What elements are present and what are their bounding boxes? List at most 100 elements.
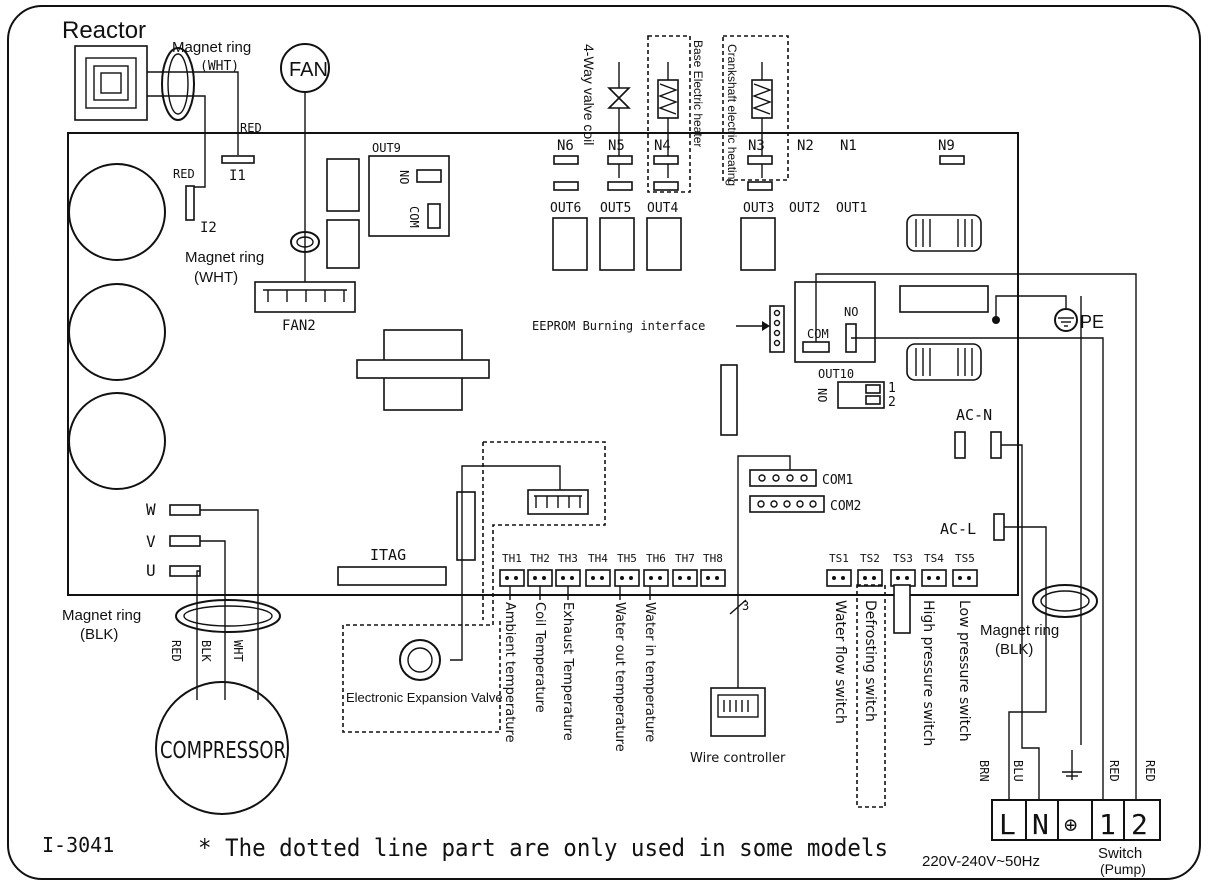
svg-text:W: W xyxy=(146,500,156,519)
ac-l-label: AC-L xyxy=(940,520,976,538)
itag-connector xyxy=(337,566,447,586)
base-heater-element xyxy=(657,62,679,178)
th-label: TH6 xyxy=(646,552,666,565)
fan2-label: FAN2 xyxy=(282,318,316,334)
svg-text:N3: N3 xyxy=(748,138,765,154)
com2-connector xyxy=(749,495,825,513)
crank-heater-element xyxy=(751,62,773,178)
ts-connector xyxy=(826,569,852,587)
reactor-label: Reactor xyxy=(62,17,146,44)
terminal-u xyxy=(169,565,201,577)
svg-text:COM: COM xyxy=(807,327,829,341)
svg-text:(BLK): (BLK) xyxy=(80,626,118,643)
eev-connector xyxy=(527,489,589,515)
ts-connector xyxy=(952,569,978,587)
relay-out5 xyxy=(599,217,635,271)
ts-label: TS1 xyxy=(829,552,849,565)
svg-text:COM1: COM1 xyxy=(822,473,853,488)
svg-text:OUT10: OUT10 xyxy=(818,367,854,381)
resistor-block xyxy=(899,285,989,313)
th-connector xyxy=(700,569,726,587)
magnet-ring-blk-left-label: Magnet ring xyxy=(62,607,141,624)
vertical-component xyxy=(720,364,738,436)
magnet-ring-top-color: (WHT) xyxy=(200,59,239,74)
svg-text:OUT6: OUT6 xyxy=(550,201,581,216)
relay-out6 xyxy=(552,217,588,271)
magnet-ring-blk-left xyxy=(175,599,281,633)
svg-text:1: 1 xyxy=(888,381,896,396)
four-way-valve-label: 4-Way valve coil xyxy=(581,44,597,145)
ts-connector xyxy=(890,569,916,587)
terminal-2: 2 xyxy=(1131,808,1148,841)
svg-text:COM: COM xyxy=(407,206,421,228)
svg-text:(BLK): (BLK) xyxy=(995,641,1033,658)
svg-text:WHT: WHT xyxy=(231,640,245,662)
itag-label: ITAG xyxy=(370,546,406,564)
magnet-ring-mid xyxy=(290,231,320,253)
crank-heater-label: Crankshaft electric heating xyxy=(725,44,739,186)
terminal-block xyxy=(991,799,1161,841)
compressor-label: COMPRESSOR xyxy=(160,738,286,764)
wire-controller-device xyxy=(710,687,766,737)
th-connector xyxy=(585,569,611,587)
th-label: TH1 xyxy=(502,552,522,565)
sensor-name: Coil Temperature xyxy=(532,602,547,713)
ts-label: TS5 xyxy=(955,552,975,565)
terminal-ground: ⊕ xyxy=(1064,813,1077,838)
inductor-bottom xyxy=(906,343,982,381)
th-connector xyxy=(527,569,553,587)
svg-text:BRN: BRN xyxy=(977,760,991,782)
inductor-top xyxy=(906,214,982,252)
svg-text:N4: N4 xyxy=(654,138,671,154)
relay-out3 xyxy=(740,217,776,271)
ac-n-label: AC-N xyxy=(956,406,992,424)
svg-text:RED: RED xyxy=(240,121,262,135)
th-label: TH7 xyxy=(675,552,695,565)
ac-n-terminal xyxy=(990,431,1002,459)
th-connector xyxy=(643,569,669,587)
sensor-name: Exhaust Temperature xyxy=(560,602,575,741)
th-label: TH2 xyxy=(530,552,550,565)
svg-text:RED: RED xyxy=(173,167,195,181)
ts-label: TS2 xyxy=(860,552,880,565)
svg-text:N2: N2 xyxy=(797,138,814,154)
fan-label: FAN xyxy=(289,59,328,81)
sensor-name: Ambient temperature xyxy=(502,602,517,743)
relay-out9-a xyxy=(326,158,360,212)
base-heater-label: Base Electric heater xyxy=(691,40,705,147)
pcb-board xyxy=(67,132,1019,596)
terminal-w xyxy=(169,504,201,516)
switch-name: Water flow switch xyxy=(832,600,848,724)
eev-coil xyxy=(399,639,441,681)
th-label: TH8 xyxy=(703,552,723,565)
th-connector xyxy=(499,569,525,587)
th-connector xyxy=(672,569,698,587)
ts-label: TS3 xyxy=(893,552,913,565)
defrost-dashed xyxy=(856,584,886,808)
outer-frame xyxy=(7,5,1201,880)
eeprom-connector xyxy=(769,305,785,353)
magnet-ring-blk-right xyxy=(1032,584,1098,618)
model-code: I-3041 xyxy=(42,833,114,857)
terminal-1: 1 xyxy=(1099,808,1116,841)
pe-label: PE xyxy=(1080,312,1104,332)
th-label: TH4 xyxy=(588,552,608,565)
svg-text:U: U xyxy=(146,561,156,580)
th-label: TH3 xyxy=(558,552,578,565)
switch-pump-label: Switch xyxy=(1098,845,1142,862)
svg-text:V: V xyxy=(146,532,156,551)
svg-text:OUT4: OUT4 xyxy=(647,201,678,216)
eev-dashed-region xyxy=(342,441,606,733)
wire-controller-label: Wire controller xyxy=(690,751,786,766)
svg-text:OUT3: OUT3 xyxy=(743,201,774,216)
voltage-label: 220V-240V~50Hz xyxy=(922,853,1040,870)
svg-text:N5: N5 xyxy=(608,138,625,154)
switch-name: High pressure switch xyxy=(920,600,936,746)
eeprom-label: EEPROM Burning interface xyxy=(532,319,705,333)
svg-text:(WHT): (WHT) xyxy=(194,269,238,286)
eev-label: Electronic Expansion Valve xyxy=(346,690,503,705)
pe-ground-icon xyxy=(1054,308,1078,332)
fan2-connector xyxy=(254,281,356,313)
relay-out4 xyxy=(646,217,682,271)
